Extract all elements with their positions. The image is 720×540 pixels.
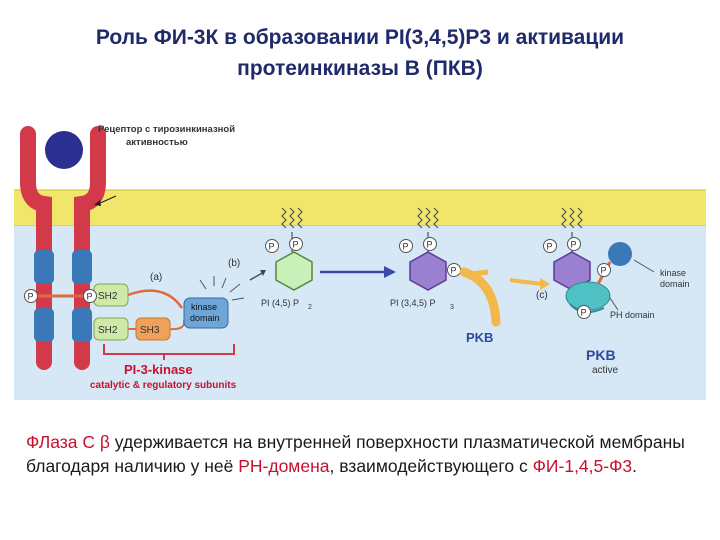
svg-text:P: P	[269, 242, 275, 252]
svg-text:P: P	[451, 266, 457, 276]
svg-text:P: P	[571, 240, 577, 250]
svg-text:3: 3	[450, 304, 454, 311]
svg-text:domain: domain	[190, 313, 220, 323]
title-line-2: протеинкиназы В (ПКВ)	[237, 57, 483, 80]
svg-text:kinase: kinase	[191, 302, 217, 312]
svg-text:P: P	[28, 292, 34, 302]
pip3-pkb-complex: P P P P	[543, 207, 655, 319]
receptor-pointer-arrow	[97, 195, 117, 205]
caption: ФЛаза С β удерживается на внутренней пов…	[26, 430, 706, 478]
svg-text:P: P	[547, 242, 553, 252]
caption-text-1: удерживается на внутренней поверхности п…	[26, 432, 685, 476]
svg-text:PI (3,4,5) P: PI (3,4,5) P	[390, 298, 436, 308]
membrane-band	[14, 190, 706, 226]
receptor-label-line-2: активностью	[126, 137, 188, 148]
pkb-kinase-domain-shape	[608, 242, 632, 266]
pkb-inactive: PKB	[459, 267, 550, 345]
svg-text:P: P	[601, 266, 607, 276]
pi3k-subtitle: catalytic & regulatory subunits	[90, 380, 237, 391]
svg-text:P: P	[427, 240, 433, 250]
svg-text:SH3: SH3	[140, 325, 160, 336]
kinase-domain-right-line-1: kinase	[660, 268, 686, 278]
pi3k-regulatory-subunit: SH2 P SH2 SH3	[83, 283, 186, 341]
pi3k-bracket	[103, 344, 235, 355]
ph-domain-label: PH domain	[610, 310, 655, 320]
pip2-molecule: P P PI (4,5) P 2	[261, 207, 313, 311]
step-b-label: (b)	[228, 258, 240, 269]
receptor-label-line-1: Рецептор с тирозинкиназной	[98, 124, 235, 135]
pi3k-title: PI-3-kinase	[124, 362, 193, 377]
pi3k-pathway-diagram: Рецептор с тирозинкиназной активностью P…	[14, 112, 706, 400]
svg-text:P: P	[581, 308, 587, 318]
receptor-phosphate: P	[24, 289, 38, 303]
title-line-1: Роль ФИ-3К в образовании PI(3,4,5)P3 и а…	[95, 26, 625, 49]
svg-text:SH2: SH2	[98, 291, 118, 302]
svg-text:P: P	[87, 292, 93, 302]
caption-ph-domain: РН-домена	[238, 456, 330, 476]
caption-text-2: , взаимодействующего с	[329, 456, 533, 476]
svg-text:SH2: SH2	[98, 325, 118, 336]
page-title: Роль ФИ-3К в образовании PI(3,4,5)P3 и а…	[0, 22, 720, 84]
caption-plc-beta: ФЛаза С β	[26, 432, 110, 452]
extracellular-space	[14, 112, 706, 190]
active-label: active	[592, 365, 619, 376]
svg-text:P: P	[293, 240, 299, 250]
svg-text:P: P	[403, 242, 409, 252]
caption-pip3: ФИ-1,4,5-Ф3	[532, 456, 633, 476]
svg-text:PKB: PKB	[466, 330, 493, 345]
pi3k-kinase-domain: kinase domain	[183, 276, 245, 329]
receptor-tyrosine-kinase	[20, 126, 106, 370]
ligand	[45, 131, 83, 169]
caption-text-3: .	[632, 456, 637, 476]
pkb-active-label: PKB	[586, 347, 616, 363]
pip3-molecule: P P P PI (3,4,5) P 3	[390, 207, 461, 311]
svg-text:2: 2	[308, 304, 312, 311]
step-a-label: (a)	[150, 272, 162, 283]
kinase-domain-right-line-2: domain	[660, 279, 690, 289]
step-c-label: (c)	[536, 290, 548, 301]
svg-text:PI (4,5) P: PI (4,5) P	[261, 298, 299, 308]
